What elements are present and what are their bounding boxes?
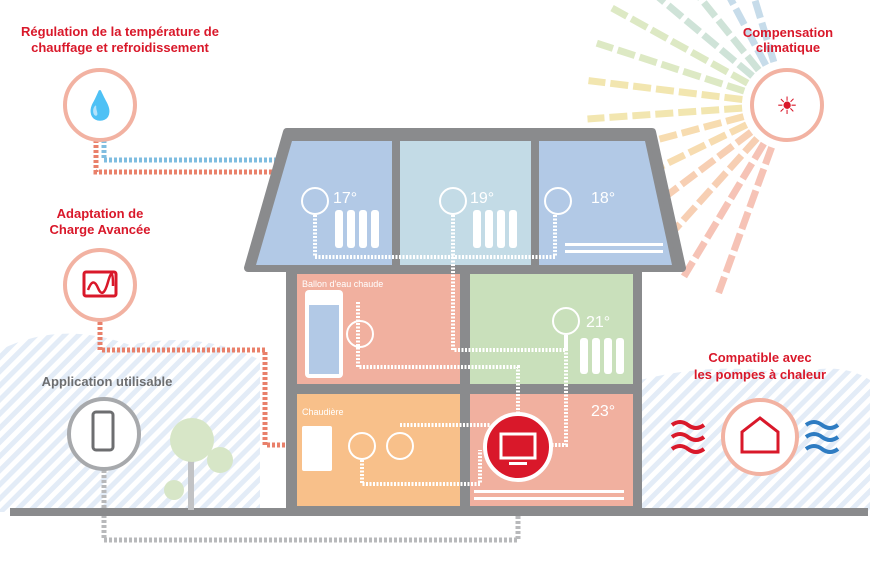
feature-heatpump: Compatible avec les pompes à chaleur (670, 350, 840, 476)
sun-ray (697, 0, 762, 73)
feature-load: Adaptation de Charge Avancée (50, 206, 151, 322)
sun-ray (610, 4, 750, 87)
temp-attic-left: 17° (333, 190, 357, 207)
heatpump-title-1: Compatible avec (708, 350, 811, 365)
temp-main-room: 23° (591, 403, 615, 420)
load-graph-icon (82, 270, 118, 298)
tree-bush-small (164, 480, 184, 500)
thermostat-base (509, 462, 527, 465)
temp-attic-right: 18° (591, 190, 615, 207)
climate-title-2: climatique (756, 40, 820, 55)
sun-ray (680, 141, 767, 279)
thermostat-devices (301, 187, 580, 460)
label-water-tank: Ballon d'eau chaude (302, 279, 383, 289)
phone-touch-icon (91, 410, 115, 452)
load-title-1: Adaptation de (57, 206, 144, 221)
ground-line (10, 508, 868, 516)
temp-green-room: 21° (586, 314, 610, 331)
heatpump-title-2: les pompes à chaleur (694, 367, 826, 382)
heat-waves-icon (670, 420, 706, 454)
sun-ray (751, 0, 778, 63)
thermostat-screen-icon (499, 432, 537, 460)
drop-snowflake-icon: 💧 (83, 89, 118, 122)
app-title: Application utilisable (42, 374, 173, 389)
app-link (101, 470, 521, 543)
climate-rays (587, 0, 778, 295)
sun-ray (656, 0, 755, 79)
feature-app[interactable]: Application utilisable (42, 374, 173, 471)
feature-climate: Compensation climatique ☀ (743, 25, 833, 142)
load-title-2: Charge Avancée (50, 222, 151, 237)
room-attic-left (256, 141, 392, 265)
sun-ray (595, 39, 746, 95)
feature-regulation: Régulation de la température de chauffag… (21, 24, 219, 142)
main-thermostat[interactable] (483, 412, 553, 482)
water-tank-fill (309, 305, 339, 374)
regulation-title-2: chauffage et refroidissement (31, 40, 209, 55)
cold-waves-icon (804, 420, 840, 454)
sun-snowflake-icon: ☀ (776, 93, 798, 120)
internal-wiring (313, 215, 568, 486)
sun-ray (727, 0, 769, 67)
room-attic-right (539, 141, 672, 265)
tree-bush (207, 447, 233, 473)
heat-pump-house-icon (740, 416, 780, 454)
temp-attic-mid: 19° (470, 190, 494, 207)
label-boiler: Chaudière (302, 407, 344, 417)
sun-ray (587, 104, 743, 123)
sun-ray (715, 146, 775, 295)
sun-ray (588, 77, 743, 103)
tree-trunk (188, 440, 194, 510)
climate-title-1: Compensation (743, 25, 833, 40)
tree-icon (170, 418, 214, 462)
regulation-title-1: Régulation de la température de (21, 24, 219, 39)
load-pipe (97, 322, 300, 448)
